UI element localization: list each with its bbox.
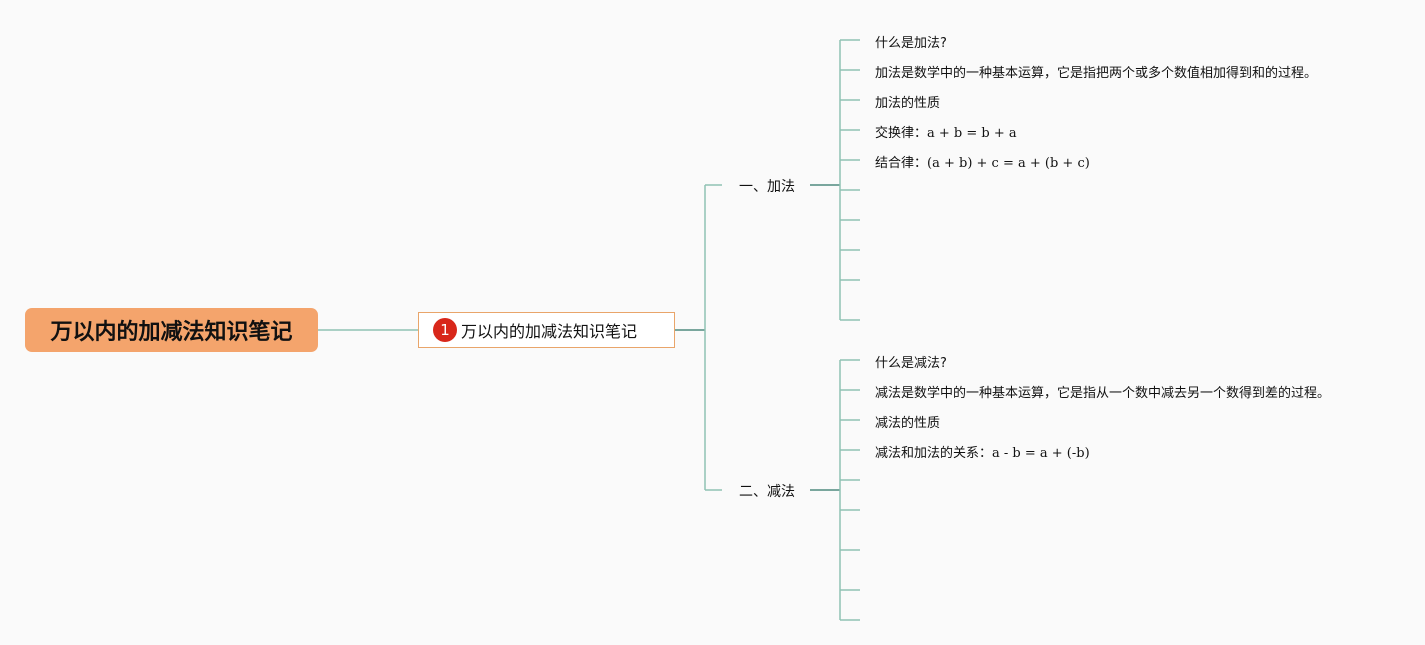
leaf-text: 减法的性质 — [875, 416, 941, 431]
leaf-node[interactable]: 加法的性质 — [875, 92, 940, 111]
leaf-text: 交换律： — [875, 126, 928, 141]
root-topic[interactable]: 万以内的加减法知识笔记 — [25, 308, 318, 352]
leaf-math: (a + b) + c = a + (b + c) — [927, 156, 1090, 171]
leaf-text: 减法和加法的关系： — [875, 446, 993, 461]
leaf-node[interactable]: 什么是减法? — [875, 352, 947, 371]
leaf-text: 加法是数学中的一种基本运算，它是指把两个或多个数值相加得到和的过程。 — [875, 66, 1318, 81]
root-topic-title: 万以内的加减法知识笔记 — [50, 320, 293, 345]
number-badge: 1 — [433, 318, 457, 342]
subtopic-title: 万以内的加减法知识笔记 — [461, 322, 638, 341]
leaf-text: 结合律： — [875, 156, 928, 171]
leaf-text: 加法的性质 — [875, 96, 941, 111]
branch-addition[interactable]: 一、加法 — [739, 176, 795, 196]
subtopic-node[interactable]: 1 万以内的加减法知识笔记 — [418, 312, 675, 348]
leaf-node[interactable]: 加法是数学中的一种基本运算，它是指把两个或多个数值相加得到和的过程。 — [875, 62, 1317, 81]
leaf-node[interactable]: 减法和加法的关系：a - b = a + (-b) — [875, 442, 1090, 461]
branch-label: 一、加法 — [739, 179, 795, 195]
leaf-text: 什么是减法? — [875, 356, 947, 371]
leaf-node[interactable]: 减法的性质 — [875, 412, 940, 431]
leaf-node[interactable]: 什么是加法? — [875, 32, 947, 51]
branch-label: 二、减法 — [739, 484, 795, 500]
leaf-node[interactable]: 交换律：a + b = b + a — [875, 122, 1017, 141]
leaf-math: a - b = a + (-b) — [992, 446, 1090, 461]
leaf-text: 什么是加法? — [875, 36, 947, 51]
leaf-text: 减法是数学中的一种基本运算，它是指从一个数中减去另一个数得到差的过程。 — [875, 386, 1331, 401]
leaf-math: a + b = b + a — [927, 126, 1017, 141]
branch-subtraction[interactable]: 二、减法 — [739, 481, 795, 501]
leaf-node[interactable]: 减法是数学中的一种基本运算，它是指从一个数中减去另一个数得到差的过程。 — [875, 382, 1330, 401]
leaf-node[interactable]: 结合律：(a + b) + c = a + (b + c) — [875, 152, 1090, 171]
